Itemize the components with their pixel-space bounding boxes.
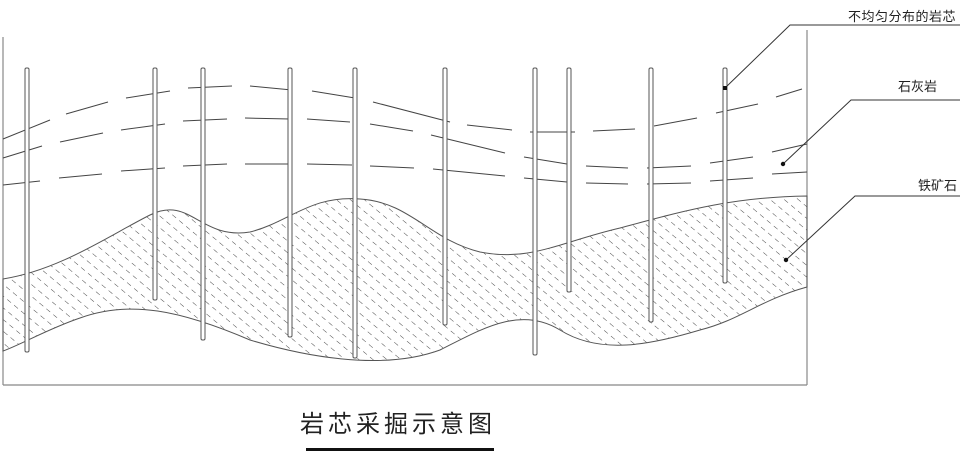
title-underline <box>306 448 494 451</box>
leader-limestone <box>782 99 960 165</box>
core <box>200 67 206 341</box>
leader-dots <box>723 86 789 263</box>
diagram-title: 岩芯采掘示意图 <box>300 410 496 438</box>
label-limestone: 石灰岩 <box>898 80 938 95</box>
core <box>722 67 728 284</box>
limestone-bedding-lines <box>2 85 808 186</box>
core <box>566 67 572 293</box>
label-uneven-cores: 不均匀分布的岩芯 <box>848 10 957 25</box>
label-iron-ore: 铁矿石 <box>918 179 958 194</box>
core <box>648 67 654 323</box>
leader-uneven-cores <box>724 24 960 89</box>
core <box>152 67 158 301</box>
rock-cores <box>24 67 728 359</box>
core <box>24 67 30 353</box>
core <box>532 67 538 356</box>
core <box>442 67 448 326</box>
leader-iron-ore <box>785 195 960 261</box>
core <box>352 67 358 359</box>
core <box>287 67 293 338</box>
leader-lines <box>724 24 960 261</box>
iron-ore-layer <box>2 195 808 362</box>
